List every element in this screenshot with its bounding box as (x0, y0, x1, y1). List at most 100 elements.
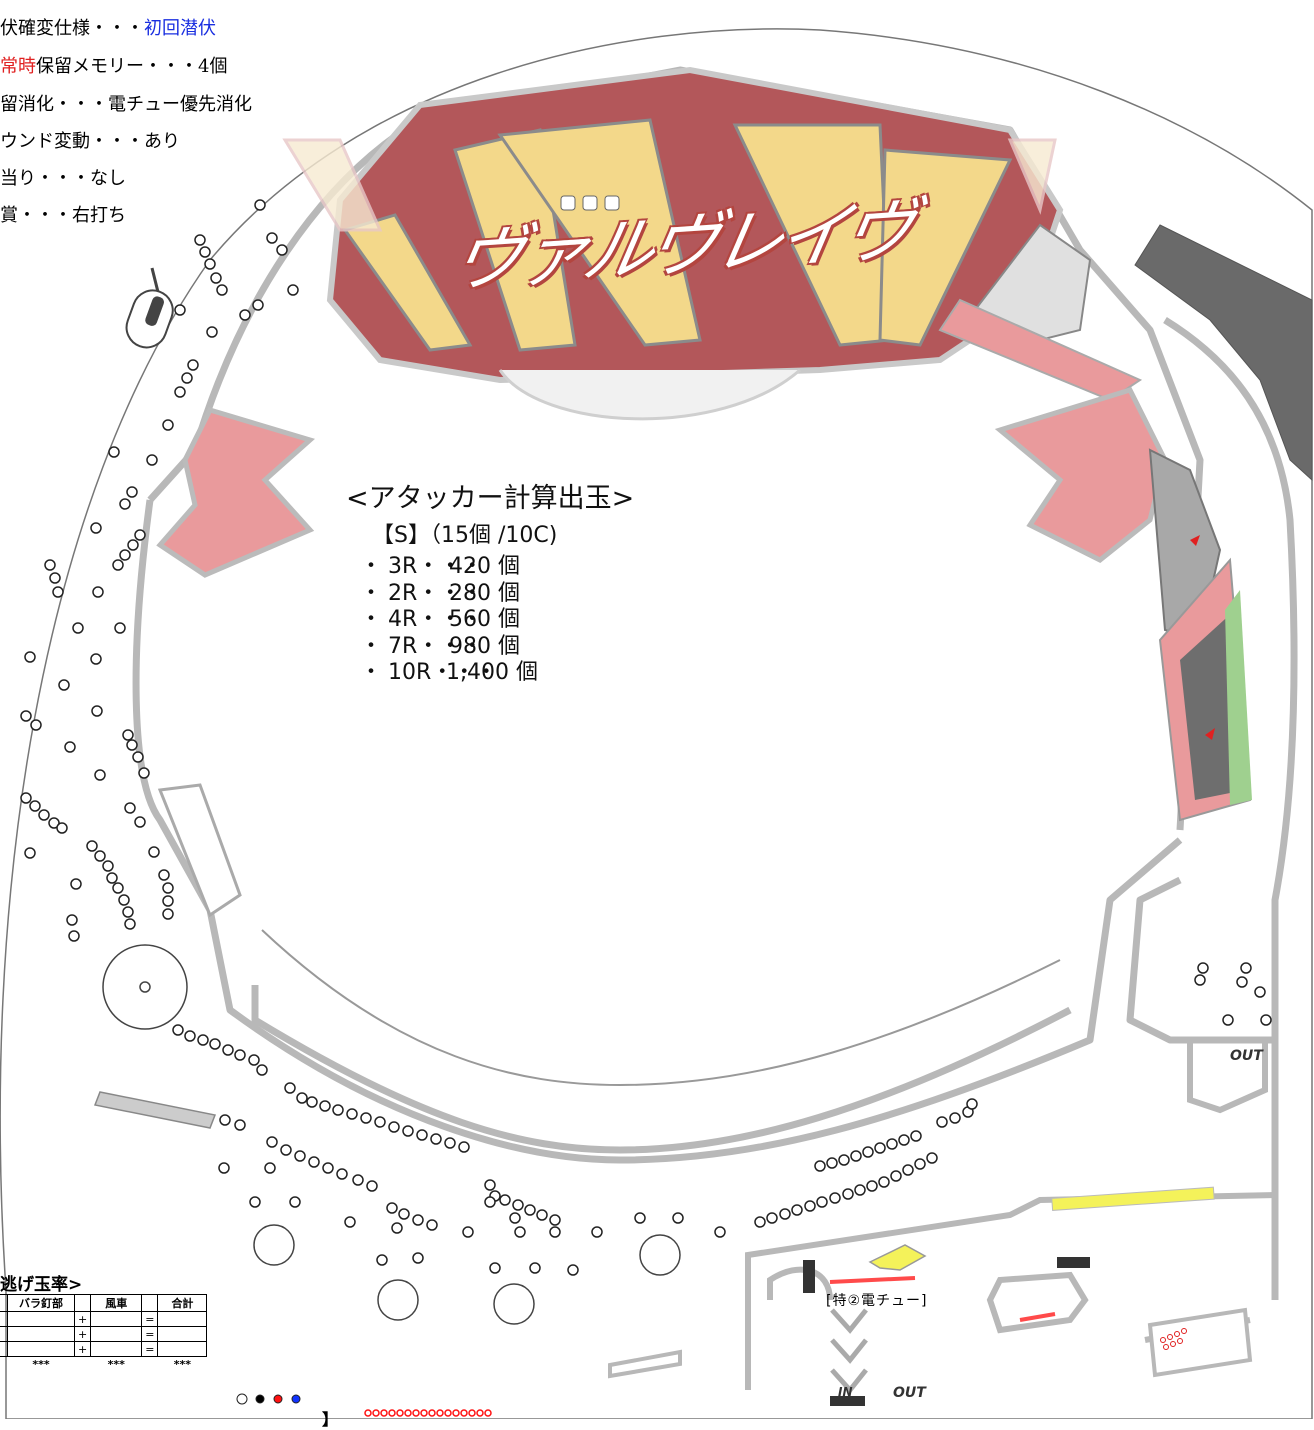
red-nail-pin (452, 1409, 460, 1417)
nail-pin (239, 309, 251, 321)
nail-pin (536, 1209, 548, 1221)
logo-bowl (498, 368, 801, 421)
nail-pin (672, 1212, 684, 1224)
red-nail-pin (364, 1409, 372, 1417)
nail-pin (458, 1141, 470, 1153)
nail-pin (68, 930, 80, 942)
attacker-title: <アタッカー計算出玉> (346, 483, 635, 514)
nail-pin (219, 1114, 231, 1126)
nail-pin (52, 586, 64, 598)
right-out-tube (1187, 1040, 1268, 1114)
nail-pin (322, 1162, 334, 1174)
ball-legend-dot (255, 1394, 265, 1404)
nail-pin (162, 419, 174, 431)
nail-pin (319, 1100, 331, 1112)
nail-pin (90, 522, 102, 534)
nail-pin (112, 559, 124, 571)
nail-pin (1197, 962, 1209, 974)
red-nail-pin (396, 1409, 404, 1417)
nail-pin (108, 446, 120, 458)
nail-pin (366, 1180, 378, 1192)
nail-pin (64, 741, 76, 753)
nail-pin (256, 1064, 268, 1076)
nail-pin (352, 1174, 364, 1186)
bottom-windmill-3 (493, 1283, 535, 1325)
spec-line: 賞・・・右打ち (0, 205, 126, 226)
nail-pin (284, 1082, 296, 1094)
nail-pin (210, 272, 222, 284)
nail-pin (890, 1170, 902, 1182)
nail-pin (280, 1144, 292, 1156)
nail-pin (122, 729, 134, 741)
board-outer-frame (0, 28, 1313, 1419)
nail-pin (936, 1116, 948, 1128)
nail-pin (549, 1214, 561, 1226)
nail-pin (162, 908, 174, 920)
nail-pin (234, 1049, 246, 1061)
nail-pin (966, 1098, 978, 1110)
nail-pin (70, 878, 82, 890)
nail-pin (814, 1160, 826, 1172)
nail-pin (398, 1208, 410, 1220)
nail-pin (234, 1119, 246, 1131)
spec-line: 常時保留メモリー・・・4個 (0, 56, 228, 77)
nail-pin (127, 539, 139, 551)
attacker-row: ・4R・・・560 個 (360, 607, 520, 632)
stage-floor (261, 929, 1061, 1087)
attacker-subtitle: 【S】（15個 /10C) (372, 523, 558, 548)
out-label-bottom: OUT (893, 1385, 926, 1401)
left-lever (125, 267, 174, 349)
red-nail-pin (476, 1409, 484, 1417)
bottom-windmill-4 (639, 1234, 681, 1276)
nail-pin (114, 622, 126, 634)
left-chute (157, 783, 242, 918)
nail-pin (248, 1054, 260, 1066)
nail-pin (86, 840, 98, 852)
attacker-row: ・3R・・・420 個 (360, 554, 520, 579)
red-nail-pin (460, 1409, 468, 1417)
nail-pin (174, 386, 186, 398)
nail-pin (306, 1096, 318, 1108)
attacker-row: ・2R・・・280 個 (360, 580, 520, 606)
out-label-right: OUT (1230, 1048, 1263, 1064)
nail-pin (112, 882, 124, 894)
nail-pin (222, 1044, 234, 1056)
nail-pin (902, 1164, 914, 1176)
nail-pin (412, 1252, 424, 1264)
in-bar (830, 1396, 865, 1406)
red-plate (1019, 1312, 1056, 1322)
nail-pin (838, 1154, 850, 1166)
ball-legend-dot (273, 1394, 283, 1404)
nail-pin (344, 1216, 356, 1228)
nail-pin (197, 1034, 209, 1046)
nail-pin (826, 1157, 838, 1169)
nail-pin (1236, 976, 1248, 988)
red-nail-pin (428, 1409, 436, 1417)
nail-pin (360, 1112, 372, 1124)
nail-pin (106, 872, 118, 884)
bottom-bracket: 】 (322, 1410, 339, 1429)
red-nail-pin (436, 1409, 444, 1417)
nail-pin (44, 559, 56, 571)
nail-pins (20, 199, 1272, 1417)
nail-pin (816, 1196, 828, 1208)
red-nail-pin (388, 1409, 396, 1417)
red-nail-pin (404, 1409, 412, 1417)
nail-pin (158, 869, 170, 881)
logo-ghost-right (1007, 138, 1057, 215)
nail-pin (416, 1129, 428, 1141)
nail-pin (346, 1108, 358, 1120)
nail-pin (484, 1196, 496, 1208)
nail-pin (30, 719, 42, 731)
nail-pin (412, 1214, 424, 1226)
nail-pin (1240, 962, 1252, 974)
nail-pin (187, 359, 199, 371)
nail-pin (90, 653, 102, 665)
in-label: IN (838, 1385, 853, 1399)
nail-pin (72, 622, 84, 634)
nail-pin (94, 769, 106, 781)
nail-pin (567, 1264, 579, 1276)
nail-pin (386, 1202, 398, 1214)
nail-pin (484, 1179, 496, 1191)
